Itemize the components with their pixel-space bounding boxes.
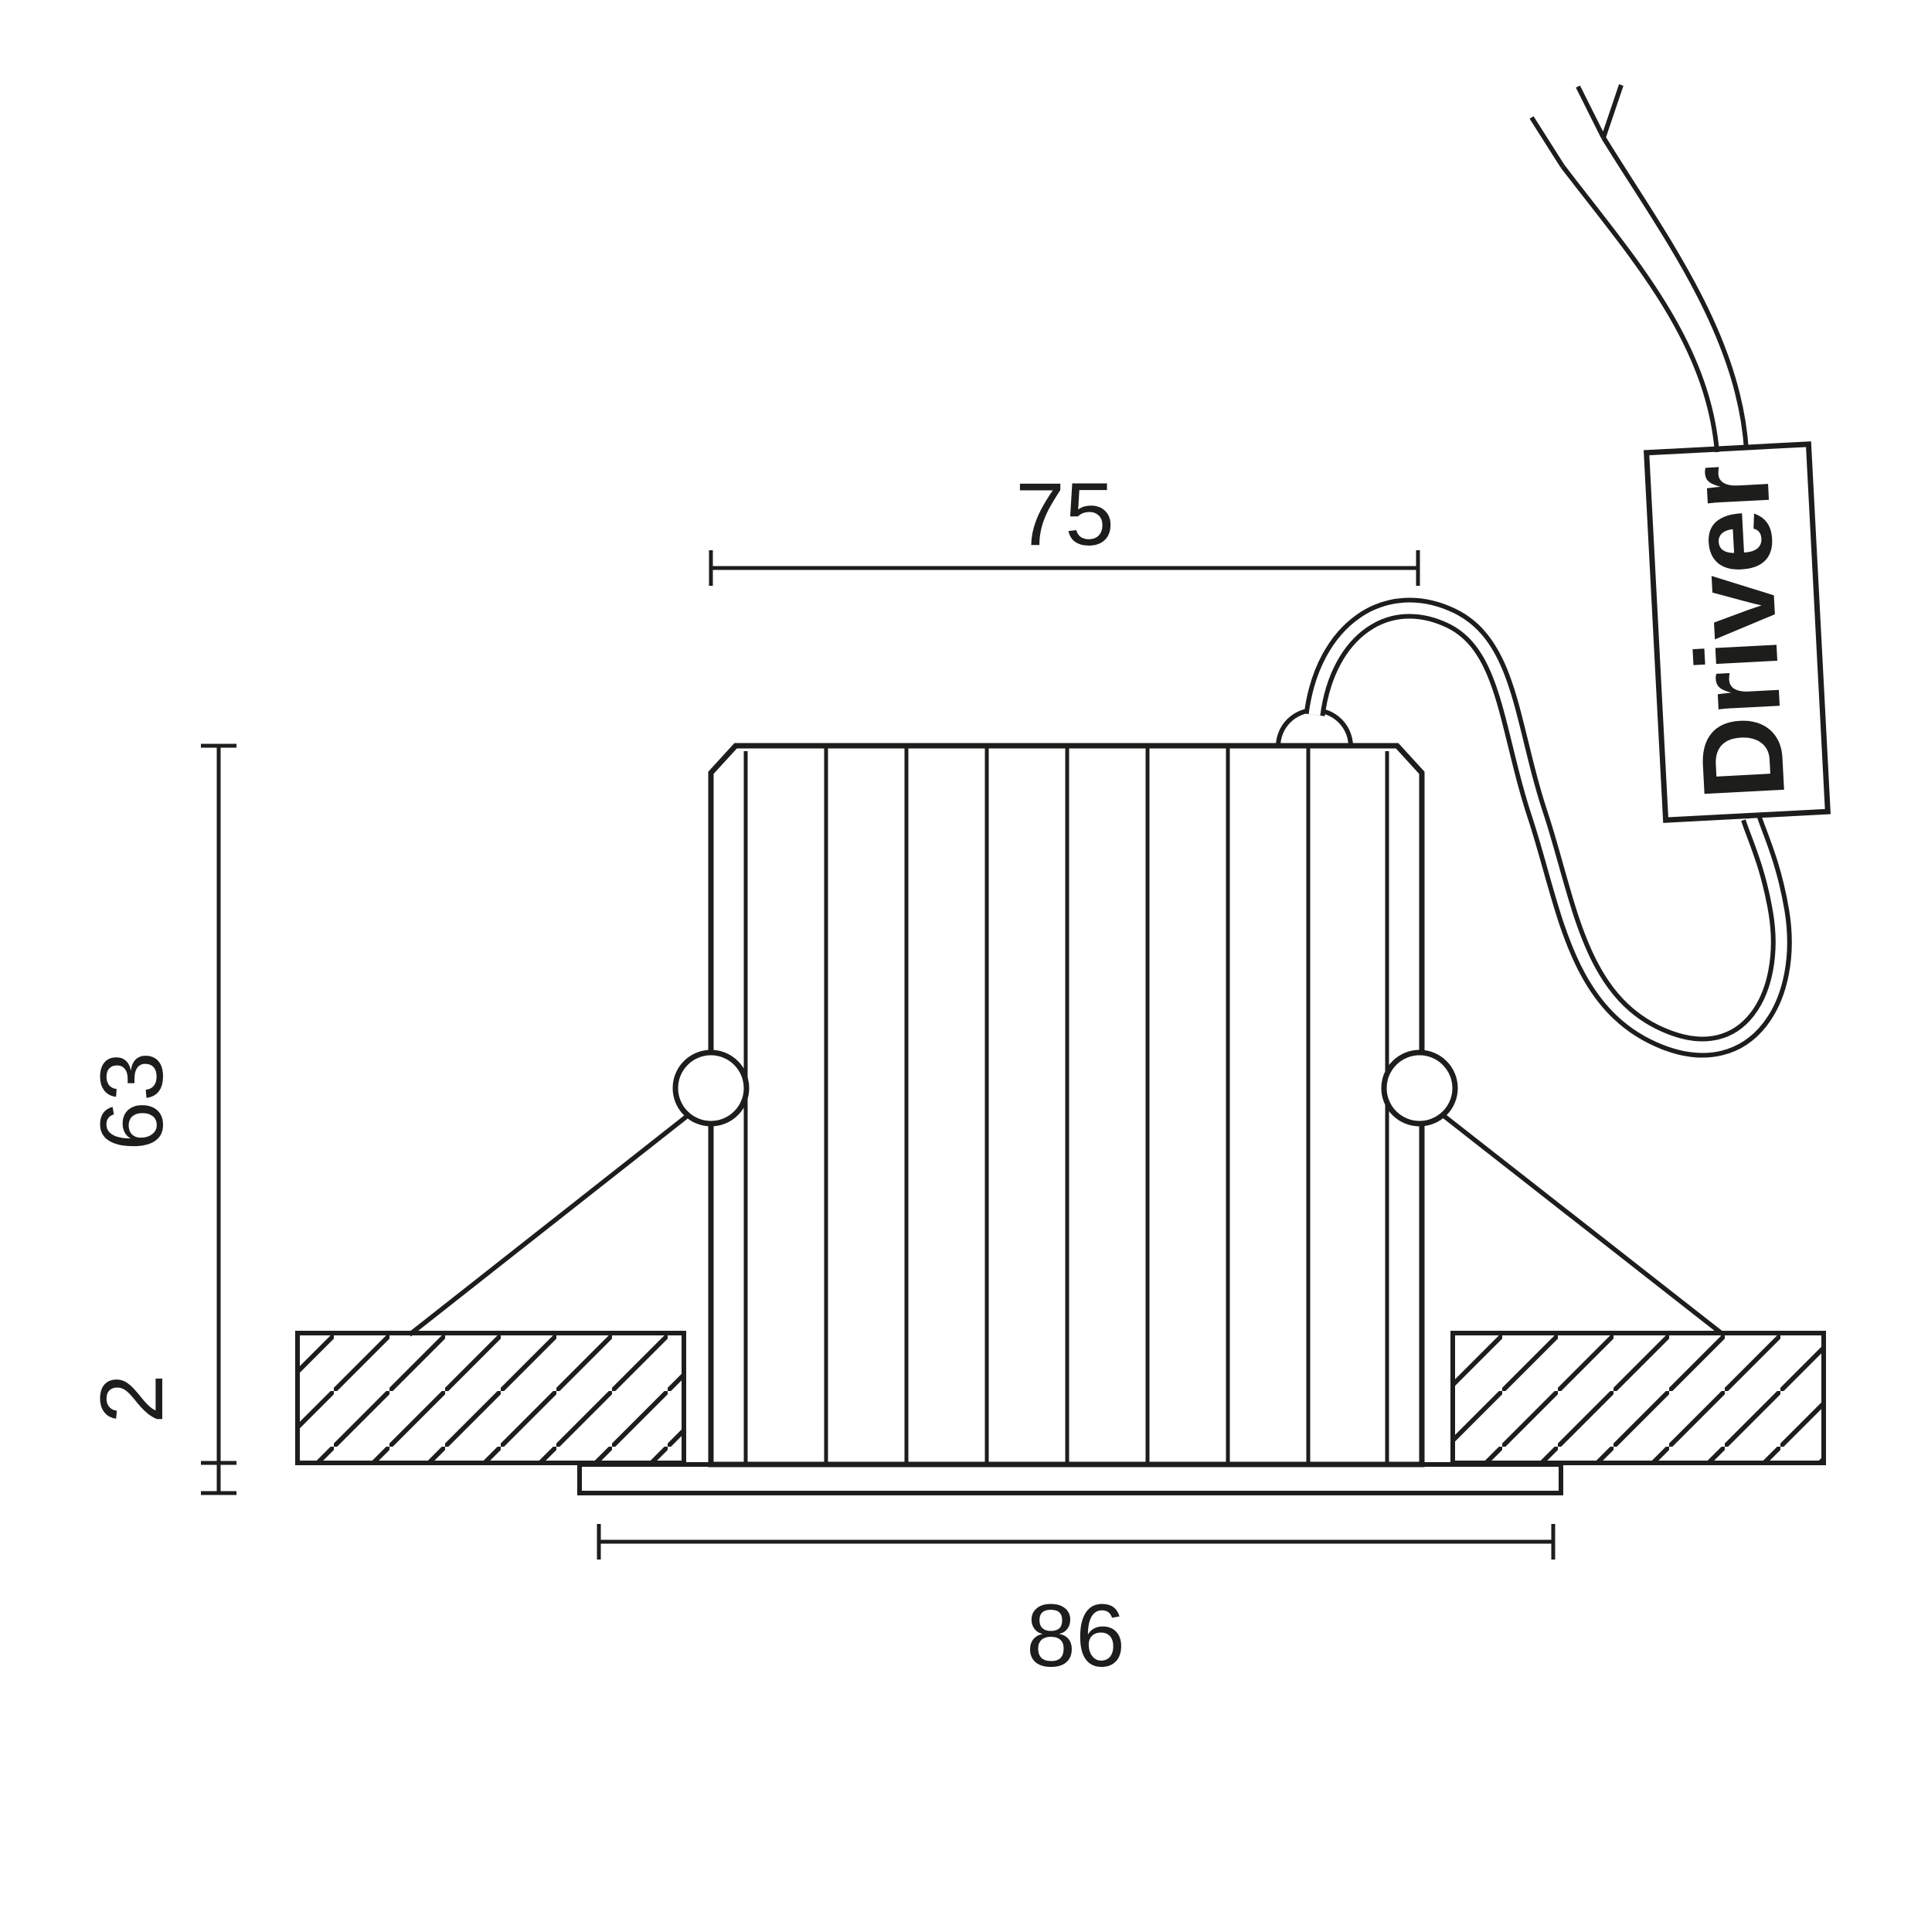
trim-flange (577, 1462, 1563, 1495)
driver-box: Driver (1644, 441, 1831, 823)
dim-flange-label: 2 (83, 1374, 182, 1423)
ceiling-section-right (1450, 1331, 1826, 1465)
ceiling-section-left (295, 1331, 686, 1465)
spring-arm-left (408, 1112, 691, 1337)
mounting-spring-left-pivot (672, 1049, 750, 1127)
mains-wires (1529, 84, 1749, 453)
spring-arm-right (1440, 1112, 1725, 1337)
mounting-spring-right-pivot (1381, 1049, 1458, 1127)
dim-top-width-label: 75 (1015, 465, 1114, 564)
driver-label: Driver (1662, 461, 1809, 803)
dim-line-top (709, 550, 1420, 586)
cable-gland (1275, 708, 1354, 749)
dim-line-left (201, 743, 236, 1495)
dim-bottom-width-label: 86 (1026, 1587, 1125, 1685)
dim-line-bottom (597, 1524, 1556, 1560)
supply-cable (1304, 597, 1792, 1058)
heatsink-fins (743, 748, 1389, 1462)
dim-height-label: 63 (83, 1052, 182, 1151)
